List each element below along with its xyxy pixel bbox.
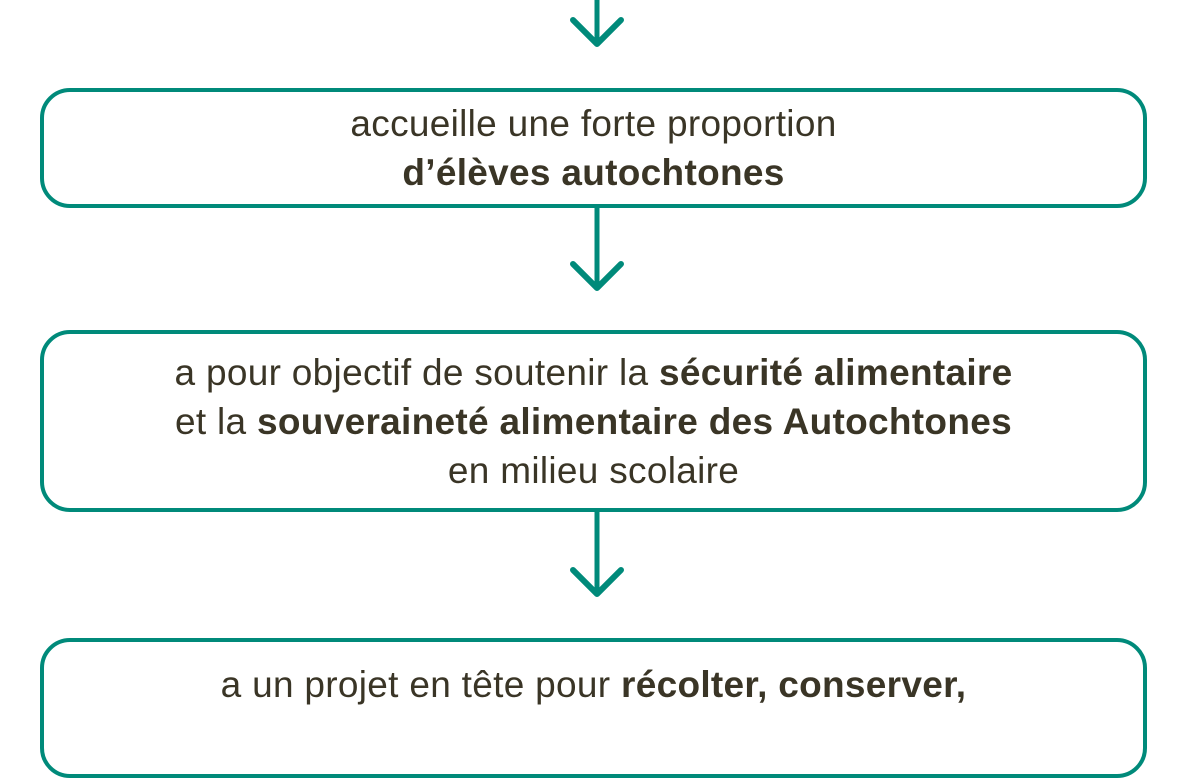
step-line: en milieu scolaire bbox=[447, 449, 740, 491]
flow-step-2: a pour objectif de soutenir la sécurité … bbox=[40, 330, 1147, 512]
step-line: a un projet en tête pour récolter, conse… bbox=[220, 664, 967, 705]
arrow-down-icon bbox=[570, 508, 624, 597]
arrow-down-icon bbox=[570, 204, 624, 291]
step-line: et la souveraineté alimentaire des Autoc… bbox=[175, 400, 1012, 442]
arrow-down-icon bbox=[570, 0, 624, 47]
flow-step-1: accueille une forte proportion d’élèves … bbox=[40, 88, 1147, 208]
step-line: d’élèves autochtones bbox=[402, 152, 785, 193]
flow-step-3: a un projet en tête pour récolter, conse… bbox=[40, 638, 1147, 778]
step-line: a pour objectif de soutenir la sécurité … bbox=[174, 351, 1013, 393]
step-line: accueille une forte proportion bbox=[350, 103, 837, 144]
